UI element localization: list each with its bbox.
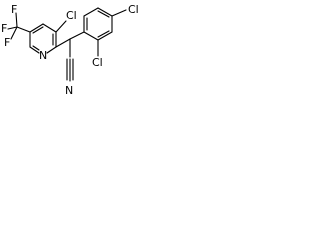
aryl-bond-6	[83, 31, 99, 41]
nitrile-nitrogen-label: N	[65, 84, 73, 97]
fluorine-label-left: F	[1, 22, 7, 35]
chemical-structure-diagram: F F F N Cl N	[1, 3, 139, 97]
aryl-bond-5	[97, 31, 113, 41]
ring-bond-5-inner	[32, 45, 40, 51]
bond-cf3-ring	[16, 26, 31, 33]
central-carbon-and-nitrile: N	[55, 31, 85, 97]
bond-para-cl	[111, 9, 127, 17]
fluorine-label-top: F	[11, 3, 17, 16]
trifluoromethyl-group: F F F	[1, 3, 31, 49]
bond-c-f-left	[7, 26, 18, 30]
pyridine-chloro-substituent: Cl	[55, 9, 77, 33]
ortho-chloro-substituent: Cl	[92, 39, 103, 69]
bond-central-aryl	[69, 31, 85, 40]
pyridine-nitrogen-label: N	[39, 49, 47, 62]
aryl-bond-5-inner	[97, 30, 110, 38]
fluorine-label-bottom: F	[4, 36, 10, 49]
bond-pyridine-central	[55, 38, 71, 48]
ring-bond-1	[29, 23, 44, 33]
ring-bond-1-inner	[32, 26, 44, 34]
ring-bond-2	[42, 23, 57, 33]
ring-bond-4	[46, 46, 57, 54]
aryl-bond-2	[83, 7, 99, 17]
aryl-bond-3-inner	[97, 10, 110, 18]
ring-bond-5	[29, 46, 40, 54]
bond-pyridine-cl	[55, 20, 67, 33]
pyridine-ring: N	[29, 23, 57, 62]
bond-c-f-top	[15, 12, 18, 28]
chlorine-label-pyridine: Cl	[66, 9, 77, 22]
aryl-bond-3	[97, 7, 113, 17]
bond-c-f-bottom	[10, 26, 18, 40]
dichlorophenyl-ring	[83, 7, 113, 41]
chlorine-label-para: Cl	[128, 3, 139, 16]
chlorine-label-ortho: Cl	[92, 56, 103, 69]
para-chloro-substituent: Cl	[111, 3, 139, 17]
